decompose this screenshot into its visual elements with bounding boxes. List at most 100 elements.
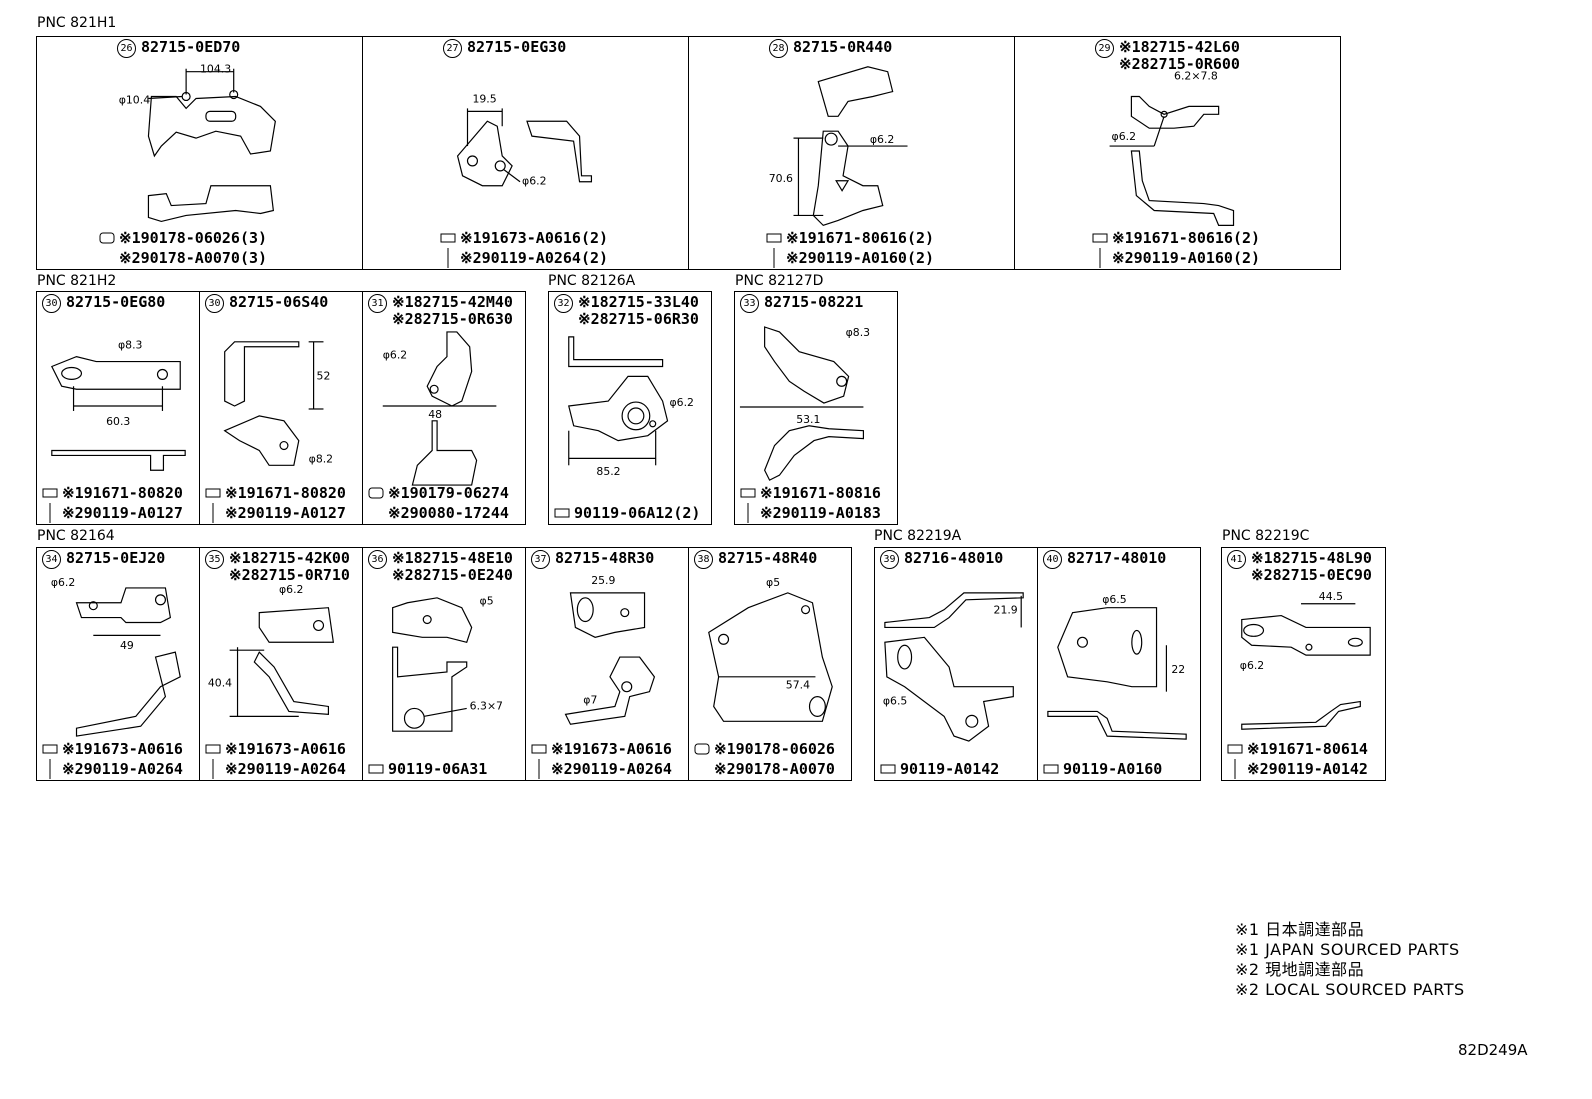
fastener-part-number: ※191673-A0616 [551,740,672,758]
part-number: ※282715-0R710 [229,566,350,584]
fastener-part-number: ※191671-80820 [225,484,346,502]
dim-label: 6.2×7.8 [1174,70,1218,83]
bracket-drawing-32: φ6.2 85.2 [568,336,694,478]
dim-label: φ6.5 [883,695,907,708]
clip-icon [366,483,388,503]
fastener-part-number: ※290119-A0160(2) [1112,249,1261,267]
fastener-part-number: ※290080-17244 [388,504,509,522]
callout-number: 31 [368,294,387,313]
dim-label: 85.2 [596,465,620,478]
callout-number: 26 [117,39,136,58]
part-cell-29[interactable]: 6.2×7.8 φ6.2 29※182715-42L60※282715-0R60… [1014,36,1341,270]
bolt-shank-icon [529,759,551,779]
fastener-part-number: ※191671-80616(2) [1112,229,1261,247]
bracket-drawing-40: φ6.5 22 [1047,593,1187,740]
fastener-part-number: ※191671-80616(2) [786,229,935,247]
bracket-drawing-37: 25.9 φ7 [564,574,656,725]
part-cell-35[interactable]: φ6.2 40.4 35※182715-42K00※282715-0R710 ※… [199,547,363,781]
dim-label: φ7 [583,694,597,707]
part-number: 82715-0R440 [793,38,893,56]
part-header-35: 35※182715-42K00※282715-0R710 [205,550,350,584]
dim-label: 19.5 [472,92,496,105]
part-number: ※182715-48L90 [1251,549,1372,567]
callout-number: 38 [694,550,713,569]
bolt-icon [203,739,225,759]
dim-label: φ8.2 [309,452,333,465]
part-number: ※282715-0R630 [392,310,513,328]
fastener-list: ※191673-A0616 ※290119-A0264 [40,739,183,779]
callout-number: 33 [740,294,759,313]
dim-label: φ6.2 [522,175,547,188]
callout-number: 30 [205,294,224,313]
pnc-label-821h2: PNC 821H2 [37,273,117,289]
bolt-icon [40,739,62,759]
part-cell-38[interactable]: φ5 57.4 38 82715-48R40 ※190178-06026 ※290… [688,547,852,781]
fastener-part-number: ※191673-A0616 [225,740,346,758]
bracket-drawing-34: φ6.2 49 [51,576,181,737]
dim-label: φ6.5 [1102,593,1126,606]
dim-label: φ6.2 [383,349,407,362]
dim-label: 60.3 [106,415,130,428]
sourcing-legend: ※1 日本調達部品 ※1 JAPAN SOURCED PARTS ※2 現地調達… [1235,920,1465,1000]
legend-line: ※2 現地調達部品 [1235,960,1365,979]
fastener-part-number: ※290119-A0264 [62,760,183,778]
part-number: 82716-48010 [904,549,1004,567]
part-cell-41[interactable]: 44.5 φ6.2 41※182715-48L90※282715-0EC90 ※… [1221,547,1386,781]
fastener-part-number: ※290119-A0127 [62,504,183,522]
callout-number: 32 [554,294,573,313]
part-cell-31[interactable]: φ6.2 48 31※182715-42M40※282715-0R630 ※19… [362,291,526,525]
bolt-icon [40,483,62,503]
part-cell-36[interactable]: φ5 6.3×7 36※182715-48E10※282715-0E240 90… [362,547,526,781]
part-number: ※182715-42K00 [229,549,350,567]
part-number: ※182715-42L60 [1119,38,1240,56]
dim-label: 53.1 [796,413,820,426]
fastener-list: 90119-06A31 [366,759,487,779]
bracket-drawing-36: φ5 6.3×7 [392,595,503,732]
part-header-38: 38 82715-48R40 [694,550,817,569]
dim-label: 25.9 [591,574,615,587]
dim-label: φ8.3 [846,326,871,339]
bolt-icon [552,503,574,523]
bracket-drawing-26: 104.3 φ10.4 [119,63,276,223]
fastener-list: ※191671-80616(2) ※290119-A0160(2) [1090,228,1260,268]
fastener-list: ※191673-A0616 ※290119-A0264 [203,739,346,779]
legend-line: ※1 日本調達部品 [1235,920,1365,939]
part-cell-32[interactable]: φ6.2 85.2 32※182715-33L40※282715-06R30 9… [548,291,712,525]
fastener-list: ※191671-80614 ※290119-A0142 [1225,739,1368,779]
bracket-drawing-33: φ8.3 53.1 [739,326,871,481]
dim-label: 44.5 [1319,590,1343,603]
part-number: ※282715-0E240 [392,566,513,584]
bolt-shank-icon [764,248,786,268]
pnc-label-821h1: PNC 821H1 [37,15,117,31]
dim-label: φ6.2 [870,133,895,146]
fastener-part-number: ※190178-06026(3) [119,229,268,247]
fastener-list: ※190178-06026 ※290178-A0070 [692,739,835,779]
part-number: 82715-48R40 [718,549,818,567]
bolt-icon [1041,759,1063,779]
pnc-label-82164: PNC 82164 [37,528,115,544]
fastener-list: ※191673-A0616(2) ※290119-A0264(2) [438,228,608,268]
fastener-list: ※191673-A0616 ※290119-A0264 [529,739,672,779]
pnc-label-82126a: PNC 82126A [548,273,636,289]
bracket-drawing-38: φ5 57.4 [708,576,833,722]
bracket-drawing-27: 19.5 φ6.2 [456,92,593,188]
bolt-shank-icon [203,503,225,523]
dim-label: 6.3×7 [470,699,503,712]
part-number: 82717-48010 [1067,549,1167,567]
part-header-32: 32※182715-33L40※282715-06R30 [554,294,699,328]
